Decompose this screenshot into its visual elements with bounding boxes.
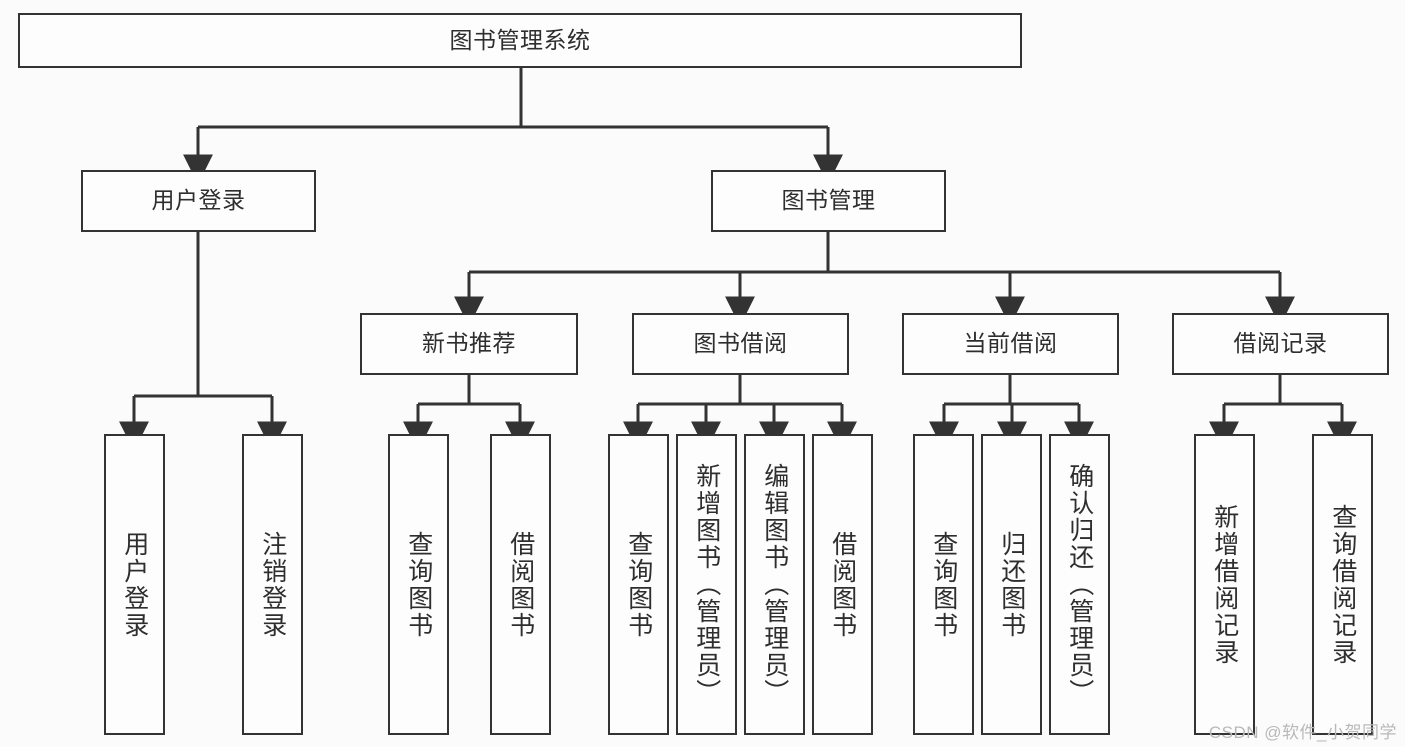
node-label: 用户登录: [120, 530, 149, 639]
node-new-book-recommend[interactable]: 新书推荐: [360, 313, 578, 375]
node-label: 借阅图书: [828, 530, 857, 639]
leaf-recommend-query-book[interactable]: 查询图书: [388, 434, 449, 735]
leaf-borrow-add-book-admin[interactable]: 新增图书（管理员）: [676, 434, 737, 735]
node-borrow-record[interactable]: 借阅记录: [1172, 313, 1389, 375]
node-label: 查询图书: [624, 530, 653, 639]
node-label: 确认归还（管理员）: [1065, 463, 1094, 706]
leaf-user-login-login[interactable]: 用户登录: [104, 434, 165, 735]
node-label: 借阅图书: [506, 530, 535, 639]
node-label: 查询图书: [404, 530, 433, 639]
leaf-borrow-borrow-book[interactable]: 借阅图书: [812, 434, 873, 735]
leaf-current-confirm-return-admin[interactable]: 确认归还（管理员）: [1049, 434, 1110, 735]
node-user-login[interactable]: 用户登录: [81, 170, 316, 232]
node-label: 查询借阅记录: [1328, 503, 1357, 666]
leaf-record-query-record[interactable]: 查询借阅记录: [1312, 434, 1373, 735]
leaf-current-return-book[interactable]: 归还图书: [981, 434, 1042, 735]
leaf-user-login-logout[interactable]: 注销登录: [242, 434, 303, 735]
node-label: 当前借阅: [963, 330, 1058, 357]
node-label: 编辑图书（管理员）: [760, 463, 789, 706]
leaf-record-add-record[interactable]: 新增借阅记录: [1194, 434, 1255, 735]
node-label: 归还图书: [997, 530, 1026, 639]
node-current-borrow[interactable]: 当前借阅: [902, 313, 1119, 375]
node-label: 查询图书: [929, 530, 958, 639]
node-label: 新书推荐: [422, 330, 516, 357]
leaf-current-query-book[interactable]: 查询图书: [913, 434, 974, 735]
leaf-borrow-edit-book-admin[interactable]: 编辑图书（管理员）: [744, 434, 805, 735]
leaf-borrow-query-book[interactable]: 查询图书: [608, 434, 669, 735]
node-label: 新增图书（管理员）: [692, 463, 721, 706]
node-root-library-system[interactable]: 图书管理系统: [18, 13, 1022, 68]
node-book-borrow[interactable]: 图书借阅: [632, 313, 849, 375]
watermark: CSDN @软件_小贺同学: [1208, 723, 1397, 742]
node-label: 图书管理: [781, 187, 876, 214]
node-label: 注销登录: [258, 530, 287, 639]
node-book-management[interactable]: 图书管理: [711, 170, 946, 232]
leaf-recommend-borrow-book[interactable]: 借阅图书: [490, 434, 551, 735]
node-label: 用户登录: [151, 187, 246, 214]
node-label: 图书管理系统: [449, 26, 591, 53]
node-label: 新增借阅记录: [1210, 503, 1239, 666]
node-label: 借阅记录: [1233, 330, 1328, 357]
node-label: 图书借阅: [693, 330, 788, 357]
